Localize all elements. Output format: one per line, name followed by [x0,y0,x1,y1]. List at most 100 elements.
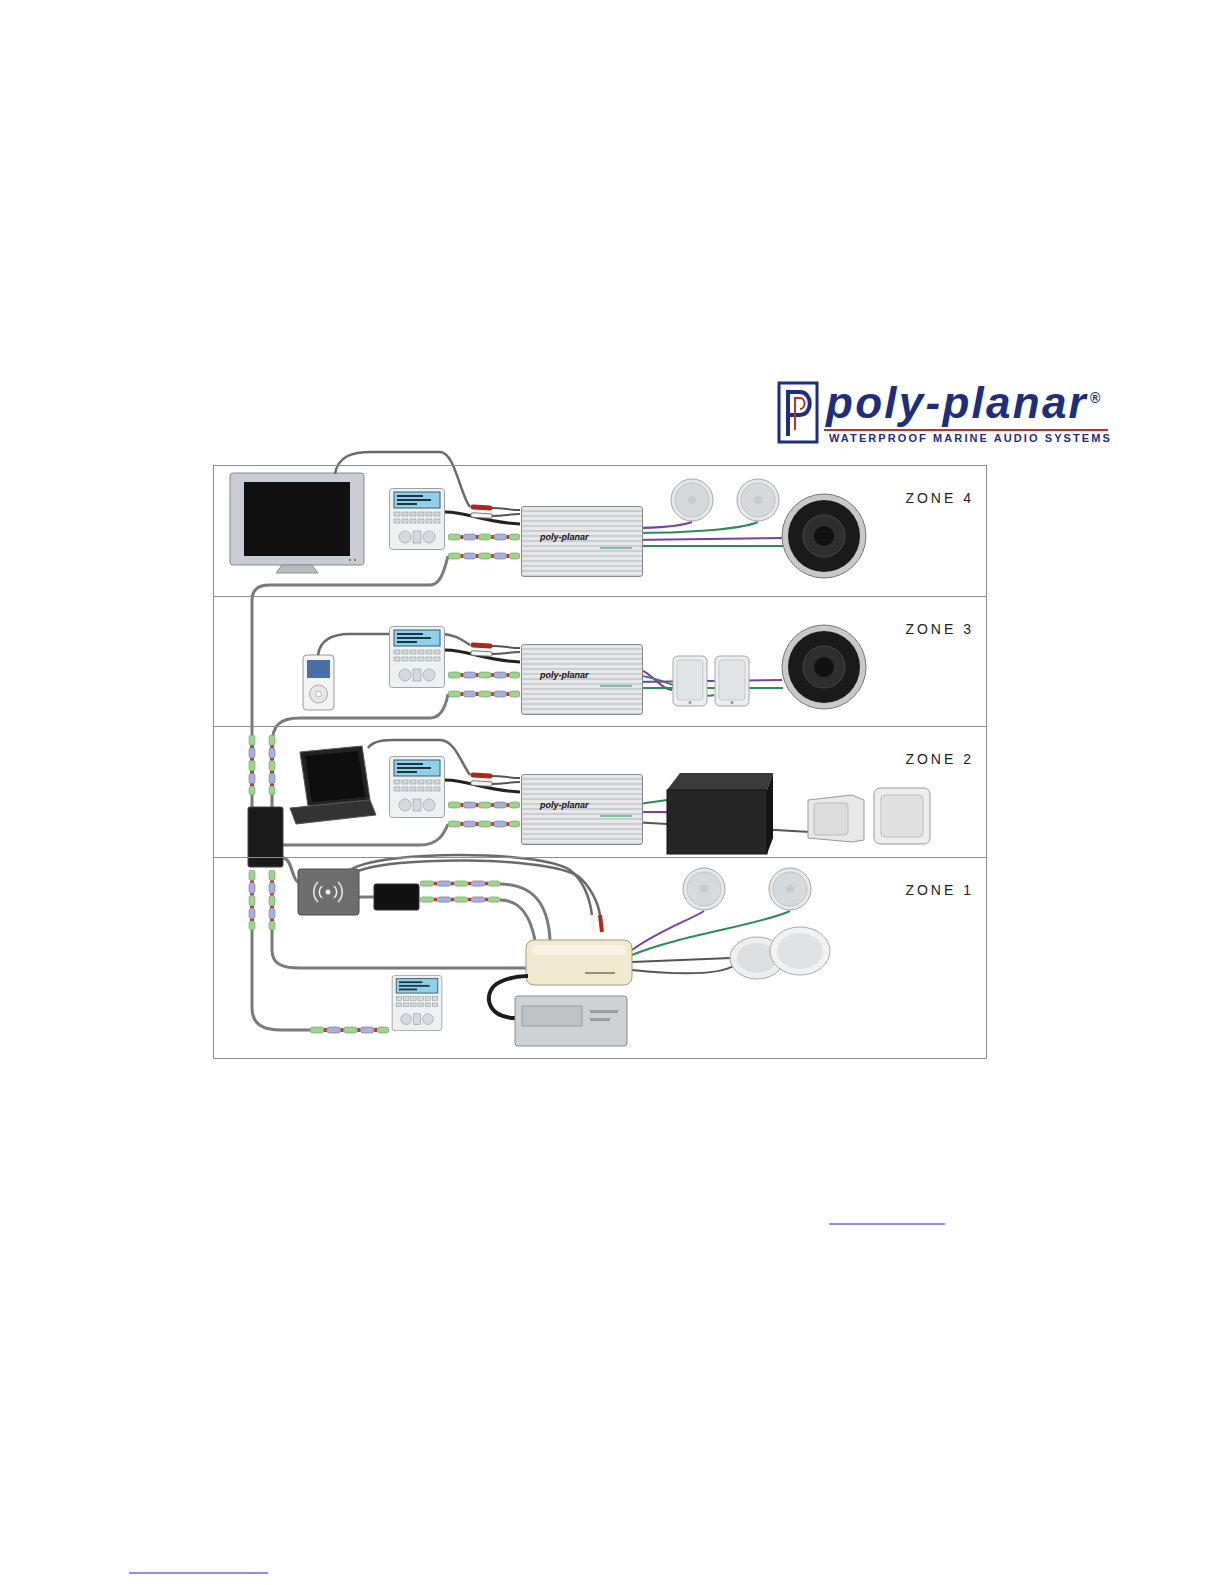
controller-wiring [448,691,520,697]
amplifier-box: poly-planar [521,506,643,577]
logo-icon [795,398,805,430]
cd-changer [515,996,627,1046]
logo-icon [779,383,817,442]
music-player [307,660,330,678]
bluetooth-receiver [314,882,342,902]
speaker-wires [632,958,731,962]
bluetooth-receiver [319,886,322,898]
trunk-cables [252,930,310,1030]
television [354,559,356,561]
keypad-controller [392,975,442,1030]
network-hub [248,807,283,867]
trunk-cables [272,930,526,968]
trunk-connectors [310,1027,389,1033]
zone-label: ZONE 3 [905,621,974,637]
controller-wiring [390,757,521,828]
controller-wiring [390,489,521,560]
logo-icon [779,383,817,442]
trunk-connectors [249,735,500,1033]
link-underline [129,1573,268,1574]
audio-cable [350,855,602,932]
registered-mark: ® [1090,390,1100,406]
controller-wiring [473,507,520,516]
speakers [767,773,773,854]
music-player [316,691,322,697]
main-amplifier [585,972,615,974]
zone-label: ZONE 1 [905,882,974,898]
bluetooth-receiver [334,886,337,898]
laptop [290,746,376,824]
trunk-connectors [420,897,500,902]
trunk-connectors [249,735,255,795]
trunk-cables [359,896,374,899]
controller-wiring [448,802,520,808]
cd-changer [590,1018,610,1021]
speakers [683,868,725,910]
brand-tagline: WATERPROOF MARINE AUDIO SYSTEMS [829,432,1112,444]
controller-wiring [390,489,445,550]
speakers [737,479,779,521]
controller-wiring [448,534,520,540]
cd-changer [522,1006,582,1026]
trunk-connectors [269,870,275,930]
audio-cable [600,915,602,932]
controller-wiring [448,821,520,827]
trunk-cables [283,824,448,845]
amplifier-brand: poly-planar [540,800,642,811]
speakers [667,479,930,979]
speaker-wires [632,545,783,547]
music-player [310,685,328,703]
speakers [715,656,749,706]
television [230,473,364,565]
speaker-wires [632,538,782,540]
main-amplifier [526,940,632,985]
controller-wiring [390,627,521,698]
logo-icon [788,392,810,436]
laptop [300,746,370,806]
speaker-wires [632,911,704,950]
speakers [770,927,830,975]
zone-band: ZONE 4 poly-planar [213,465,987,597]
laptop [305,751,365,802]
cd-changer [515,996,627,1046]
amplifier-brand: poly-planar [540,670,642,681]
main-amplifier [526,940,632,985]
television [276,565,318,573]
audio-cable [592,915,594,932]
television [230,473,364,573]
zone-band: ZONE 3 poly-planar [213,596,987,727]
trunk-connectors [249,870,255,930]
interface-module [374,884,419,910]
controller-wiring [448,553,520,559]
zone-band: ZONE 1 [213,857,987,1059]
bluetooth-receiver [298,869,359,915]
trunk-connectors [420,881,500,886]
speakers [814,803,848,835]
brand-wordmark: poly-planar [826,381,1088,425]
speakers [782,625,866,709]
laptop [290,800,376,824]
bluetooth-receiver [338,882,342,902]
amplifier-brand: poly-planar [540,532,642,543]
speakers [782,494,866,578]
speakers [808,795,864,842]
music-player [303,655,334,710]
main-amplifier [532,945,626,955]
zone-label: ZONE 2 [905,751,974,767]
speakers [874,788,930,844]
trunk-cables [283,858,298,882]
zone-label: ZONE 4 [905,490,974,506]
speaker-wires [632,522,810,973]
bluetooth-receiver [314,882,318,902]
speakers [673,656,707,706]
controller-wiring [473,645,520,654]
logo-rule [824,429,1108,431]
bluetooth-receiver [326,890,331,895]
amplifier-box: poly-planar [521,644,643,715]
controller-wiring [390,757,445,818]
audio-cable [356,860,600,915]
speakers [671,479,713,521]
trunk-cables [500,900,535,940]
television [244,482,350,556]
speaker-wires [632,965,735,973]
